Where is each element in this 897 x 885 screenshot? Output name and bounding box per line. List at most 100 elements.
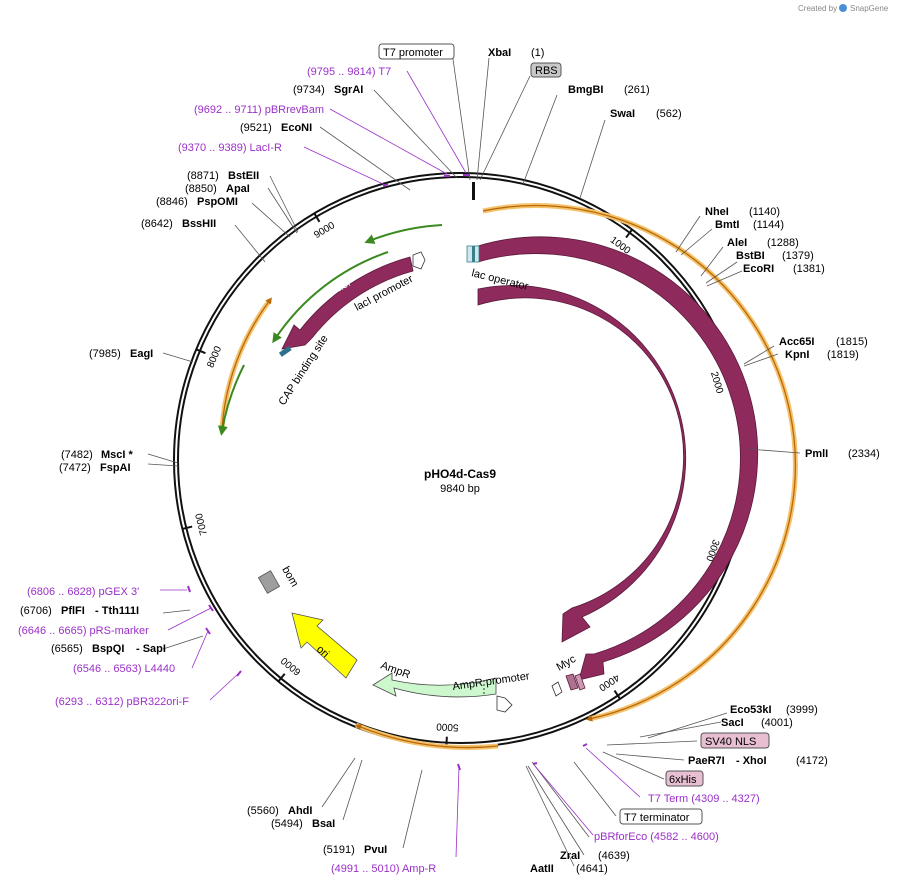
site-bsteii: BstEII (228, 170, 259, 182)
tick-label: 9000 (312, 220, 337, 241)
tick-mark (195, 348, 206, 355)
his6-feature (574, 673, 586, 691)
site-bmgbi-pos: (261) (624, 84, 650, 96)
t7-terminator-box: T7 terminator (619, 808, 703, 825)
site-aatii-pos: (4641) (576, 863, 608, 875)
site-xbai: XbaI (488, 47, 511, 59)
site-bspqi: BspQI (92, 643, 124, 655)
site-bsshii-pos: (8642) (141, 218, 173, 230)
primer-amp-r: (4991 .. 5010) Amp-R (331, 863, 436, 875)
site-sgrai-pos: (9734) (293, 84, 325, 96)
sv40-nls-box: SV40 NLS (700, 732, 770, 749)
green-arc-1 (364, 224, 443, 244)
site-ecori: EcoRI (743, 263, 774, 275)
ampr-arrow (372, 672, 497, 698)
rbs-label: RBS (535, 65, 558, 77)
site-acc65i-pos: (1815) (836, 336, 868, 348)
top-feature-marker (472, 182, 475, 200)
site-pvui-pos: (5191) (323, 844, 355, 856)
myc-label: Myc (555, 653, 579, 674)
sv40-nls-label: SV40 NLS (705, 736, 756, 748)
site-msci: MscI * (101, 449, 134, 461)
bom-box (257, 570, 281, 594)
tick-mark (313, 212, 321, 223)
credit-brand: SnapGene (850, 4, 889, 13)
site-msci-pos: (7482) (61, 449, 93, 461)
site-sapi: - SapI (136, 643, 166, 655)
site-fspai: FspAI (100, 462, 131, 474)
site-fspai-pos: (7472) (59, 462, 91, 474)
site-bmti-pos: (1144) (753, 219, 784, 231)
tick-mark (625, 228, 633, 239)
site-xhoi: - XhoI (736, 755, 767, 767)
site-apai: ApaI (226, 183, 250, 195)
site-paer7i-pos: (4172) (796, 755, 828, 767)
ampr-promoter-arrow (496, 695, 513, 713)
site-kpni-pos: (1819) (827, 349, 859, 361)
site-nhei-pos: (1140) (749, 206, 780, 218)
tick-label: 7000 (194, 512, 210, 537)
site-bspqi-pos: (6565) (51, 643, 83, 655)
site-saci: SacI (721, 717, 744, 729)
primer-pbrforeco: pBRforEco (4582 .. 4600) (594, 831, 719, 843)
cap-binding-site-box (278, 345, 292, 357)
site-alei-pos: (1288) (767, 237, 799, 249)
site-eco53ki-pos: (3999) (786, 704, 818, 716)
site-saci-pos: (4001) (761, 717, 793, 729)
his6-label: 6xHis (669, 774, 697, 786)
site-aatii: AatII (530, 863, 554, 875)
site-nhei: NheI (705, 206, 729, 218)
site-xbai-pos: (1) (531, 47, 544, 59)
orange-feature-bottom (355, 722, 499, 751)
site-bsteii-pos: (8871) (187, 170, 219, 182)
site-apai-pos: (8850) (185, 183, 217, 195)
t7-promoter-box: T7 promoter (378, 43, 455, 60)
site-eagi: EagI (130, 348, 153, 360)
site-ahdi-pos: (5560) (247, 805, 279, 817)
primer-l4440: (6546 .. 6563) L4440 (73, 663, 175, 675)
t7-promoter-label: T7 promoter (383, 47, 443, 59)
site-pmli: PmlI (805, 448, 828, 460)
site-tth111i: - Tth111I (95, 605, 139, 617)
cas9-outer-arrow (477, 236, 759, 681)
site-sgrai: SgrAI (334, 84, 363, 96)
tick-label: 5000 (436, 720, 459, 732)
site-paer7i: PaeR7I (688, 755, 725, 767)
bom-label: bom (279, 565, 300, 590)
site-bstbi: BstBI (736, 250, 765, 262)
tick-mark (182, 525, 193, 530)
site-pflfi-pos: (6706) (20, 605, 52, 617)
primer-leader-lines (160, 70, 641, 858)
site-zrai: ZraI (560, 850, 580, 862)
rbs-box: RBS (530, 62, 562, 78)
leader-lines (147, 57, 801, 867)
tick-mark (613, 690, 621, 700)
site-bsshii: BssHII (182, 218, 216, 230)
site-ecori-pos: (1381) (793, 263, 825, 275)
primer-prs-marker: (6646 .. 6665) pRS-marker (18, 625, 149, 637)
site-pmli-pos: (2334) (848, 448, 880, 460)
site-eagi-pos: (7985) (89, 348, 121, 360)
green-arc-3 (217, 364, 245, 436)
site-swai: SwaI (610, 108, 635, 120)
cas9-outer-label: Cas9 (652, 421, 669, 449)
primer-t7-term: T7 Term (4309 .. 4327) (648, 793, 760, 805)
myc-feature (565, 673, 579, 691)
site-acc65i: Acc65I (779, 336, 814, 348)
site-bsai-pos: (5494) (271, 818, 303, 830)
primer-pgex3: (6806 .. 6828) pGEX 3' (27, 586, 139, 598)
ori-arrow (291, 612, 358, 679)
site-kpni: KpnI (785, 349, 809, 361)
laci-promoter-arrow (412, 251, 426, 270)
green-arc-2 (272, 251, 389, 344)
t7-terminator-feature (551, 681, 563, 697)
site-pspomi-pos: (8846) (156, 196, 188, 208)
primer-pbrrevbam: (9692 .. 9711) pBRrevBam (194, 104, 324, 116)
site-bmti: BmtI (715, 219, 739, 231)
t7-terminator-label: T7 terminator (624, 812, 690, 824)
site-pflfi: PflFI (61, 605, 85, 617)
snapgene-logo-icon (839, 4, 847, 12)
plasmid-length: 9840 bp (440, 483, 480, 495)
credit: Created by SnapGene (798, 4, 889, 13)
